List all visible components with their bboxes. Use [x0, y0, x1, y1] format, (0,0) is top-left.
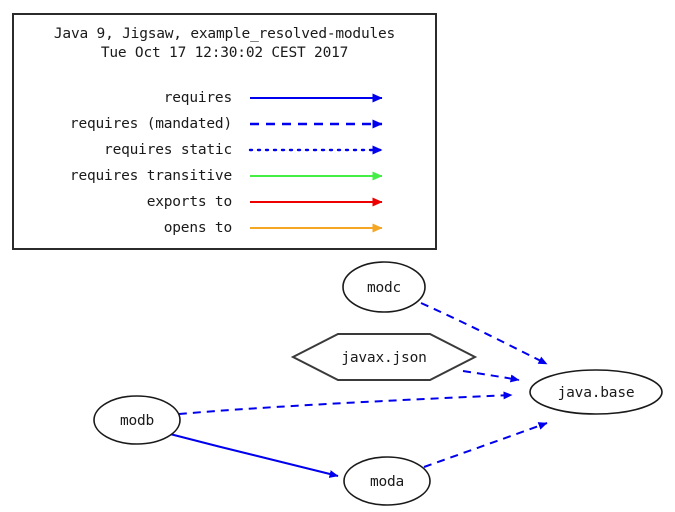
legend-label-requires-transitive: requires transitive [69, 168, 232, 184]
node-modb[interactable] [93, 395, 181, 445]
legend-label-exports-to: exports to [146, 194, 233, 210]
legend-row-requires: requires [14, 85, 435, 111]
legend-label-requires-static: requires static [104, 142, 232, 158]
legend-title-line2: Tue Oct 17 12:30:02 CEST 2017 [100, 45, 349, 61]
node-moda[interactable] [343, 456, 431, 506]
legend-box: Java 9, Jigsaw, example_resolved-modules… [12, 13, 437, 250]
edge-javaxjson-to-java-base [462, 370, 520, 383]
legend-row-requires-mandated: requires (mandated) [14, 111, 435, 137]
node-label-modc: modc [366, 280, 402, 296]
edge-modb-to-moda [169, 433, 339, 478]
legend-arrow-exports-to [250, 197, 383, 207]
legend-label-requires: requires [163, 90, 232, 106]
legend-arrow-opens-to [250, 223, 383, 233]
legend-rows: requires requires (mandated) [14, 85, 435, 241]
legend-label-opens-to: opens to [163, 220, 232, 236]
legend-arrow-requires-static [248, 145, 384, 155]
edge-moda-to-java-base [423, 422, 548, 468]
node-javax-json[interactable] [290, 333, 478, 381]
node-label-javax-json: javax.json [341, 350, 427, 366]
legend-row-opens-to: opens to [14, 215, 435, 241]
legend-title-line1: Java 9, Jigsaw, example_resolved-modules [53, 26, 396, 42]
legend-row-exports-to: exports to [14, 189, 435, 215]
legend-row-requires-static: requires static [14, 137, 435, 163]
edge-modb-to-java-base [178, 391, 513, 415]
legend-title: Java 9, Jigsaw, example_resolved-modules… [14, 15, 435, 63]
legend-label-requires-mandated: requires (mandated) [69, 116, 232, 132]
legend-arrow-requires-transitive [250, 171, 383, 181]
node-label-modb: modb [119, 413, 155, 429]
edge-modc-to-java-base [420, 302, 548, 365]
node-modc[interactable] [342, 261, 426, 313]
node-java-base[interactable] [529, 369, 663, 415]
legend-arrow-requires-mandated [250, 119, 383, 129]
node-label-moda: moda [369, 474, 405, 490]
node-label-java-base: java.base [557, 385, 635, 401]
legend-arrow-requires [250, 93, 383, 103]
legend-row-requires-transitive: requires transitive [14, 163, 435, 189]
